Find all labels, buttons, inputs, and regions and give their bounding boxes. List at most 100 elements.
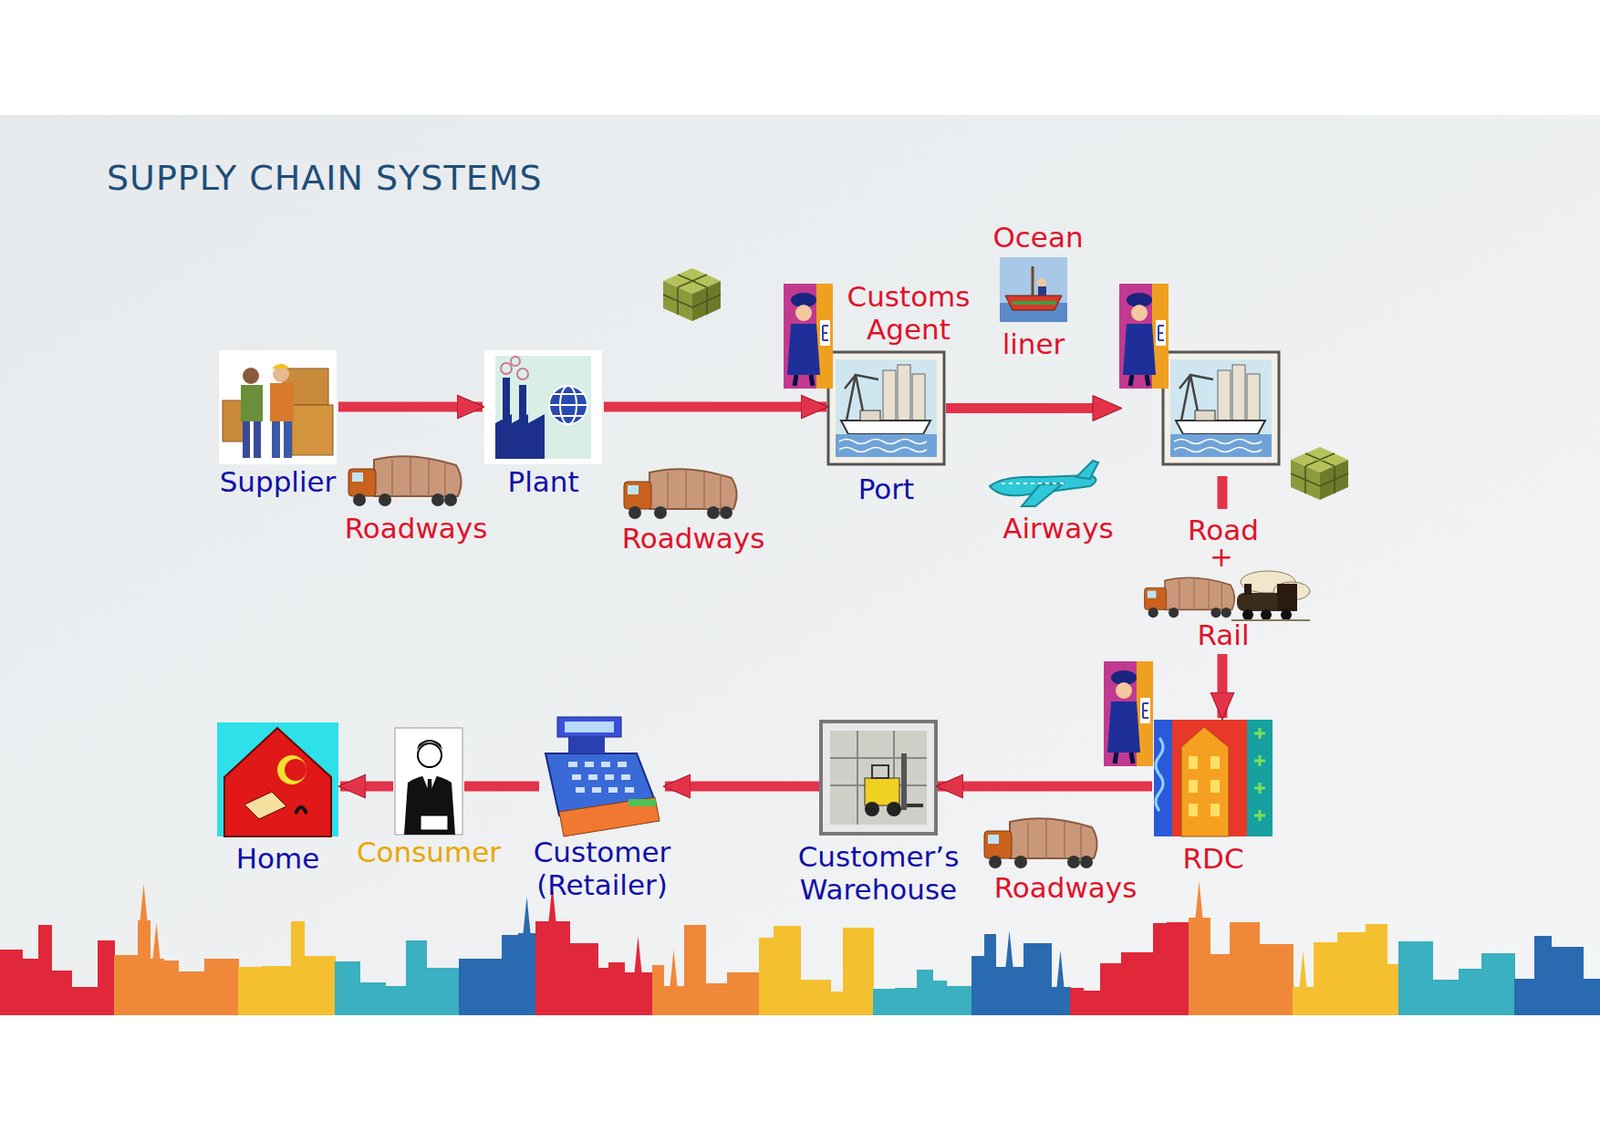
skyline-building	[204, 958, 239, 1016]
skyline-building	[163, 960, 179, 1016]
skyline-building	[1023, 943, 1052, 1016]
node-label: RDC	[1182, 842, 1244, 876]
transport-label: Ocean	[992, 221, 1083, 255]
flow-arrow	[664, 781, 820, 792]
skyline-building	[359, 982, 386, 1016]
skyline-building	[425, 967, 460, 1016]
node-label: Plant	[507, 466, 579, 499]
skyline-building	[535, 921, 571, 1016]
skyline-building	[1229, 922, 1260, 1016]
skyline-building	[872, 988, 896, 1016]
icon-node: Supplier	[218, 350, 337, 465]
icon-node: Plant	[484, 350, 603, 465]
skyline-spire	[634, 935, 643, 973]
truck	[348, 456, 462, 507]
edge-label: Roadways	[994, 872, 1138, 905]
pallet	[663, 268, 721, 322]
skyline-building	[137, 920, 151, 1016]
skyline-building	[894, 987, 918, 1016]
transport-label: Airways	[1002, 512, 1113, 546]
skyline-building	[1188, 917, 1211, 1016]
skyline-building	[569, 943, 599, 1016]
skyline-building	[1292, 987, 1315, 1016]
port-icon	[828, 352, 945, 465]
skyline-building	[114, 955, 139, 1016]
skyline-building	[1121, 952, 1154, 1016]
node-label: Customer (Retailer)	[518, 836, 687, 902]
customs-officer	[1119, 283, 1169, 389]
skyline-spire	[1057, 950, 1065, 988]
skyline-building	[384, 986, 407, 1016]
airplane	[989, 460, 1099, 507]
skyline-building	[334, 961, 361, 1016]
flow-arrow	[340, 781, 394, 792]
skyline-building	[1070, 987, 1084, 1016]
skyline-building	[405, 940, 427, 1016]
icon-node: Customer (Retailer)	[540, 716, 664, 837]
skyline-spire	[523, 896, 531, 934]
skyline-building	[518, 933, 537, 1016]
skyline-spire	[1299, 950, 1308, 988]
flow-arrow	[937, 781, 1153, 792]
skyline-building	[0, 949, 23, 1016]
skyline-building	[1050, 987, 1071, 1016]
skyline-building	[652, 965, 665, 1016]
icon-node: Consumer	[394, 727, 463, 835]
skyline-building	[932, 980, 947, 1016]
rdc-icon	[1153, 719, 1273, 837]
skyline-building	[501, 935, 520, 1016]
skyline-spire	[1195, 881, 1204, 918]
skyline-spire	[1006, 930, 1014, 967]
skyline-building	[238, 966, 263, 1016]
flow-arrow	[945, 408, 1223, 719]
skyline-building	[1337, 932, 1367, 1016]
node-label: Customer’s Warehouse	[785, 841, 973, 906]
skyline-building	[705, 983, 728, 1016]
supplier-icon	[218, 350, 337, 465]
skyline-building	[71, 987, 99, 1016]
skyline-spire	[153, 922, 161, 959]
skyline-building	[684, 924, 707, 1016]
transport-label: liner	[1002, 328, 1066, 362]
node-label: Home	[236, 842, 321, 876]
skyline-building	[1481, 953, 1516, 1016]
truck	[984, 818, 1098, 869]
arrowhead	[1092, 395, 1123, 422]
skyline-building	[1209, 954, 1231, 1016]
skyline-building	[608, 962, 625, 1016]
skyline-building	[1534, 935, 1552, 1016]
customs-officer	[1103, 661, 1154, 767]
background-panel	[0, 114, 1600, 1016]
skyline-building	[1386, 964, 1400, 1016]
skyline-building	[758, 937, 775, 1016]
skyline-building	[480, 958, 503, 1016]
skyline-building	[945, 986, 973, 1016]
transport-label: Customs Agent	[831, 280, 987, 346]
ship	[999, 257, 1068, 323]
node-label: Supplier	[219, 466, 337, 499]
skyline-building	[1398, 941, 1434, 1016]
skyline-building	[842, 927, 874, 1016]
skyline-building	[916, 969, 934, 1016]
skyline-building	[1100, 963, 1123, 1016]
skyline-building	[597, 967, 610, 1016]
skyline-building	[623, 972, 654, 1016]
skyline-building	[1458, 968, 1483, 1016]
skyline-building	[830, 991, 844, 1016]
skyline-building	[303, 955, 336, 1016]
skyline-building	[38, 924, 52, 1016]
skyline-building	[800, 979, 832, 1016]
edge-label: Roadways	[344, 512, 489, 546]
skyline-spire	[670, 949, 678, 987]
node-label: Consumer	[356, 836, 501, 870]
home-icon	[217, 722, 339, 837]
edge-label: Roadways	[622, 522, 766, 556]
customs-officer	[783, 283, 833, 389]
consumer-icon	[394, 727, 463, 835]
skyline-building	[663, 986, 686, 1016]
skyline-building	[1082, 990, 1102, 1016]
skyline-building	[727, 972, 760, 1016]
skyline-building	[1550, 946, 1584, 1016]
skyline-building	[149, 958, 165, 1016]
